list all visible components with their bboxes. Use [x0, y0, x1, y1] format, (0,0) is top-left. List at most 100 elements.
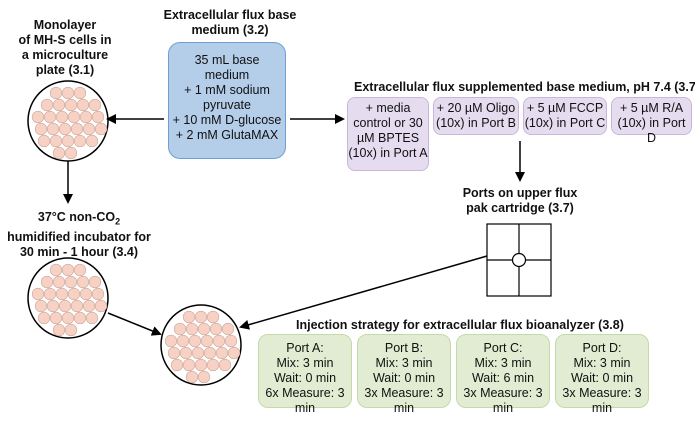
injection-line: 3x Measure: 3 min: [364, 386, 444, 415]
well-incubated: [27, 257, 109, 339]
cell: [206, 310, 220, 324]
cell: [52, 275, 66, 289]
supplement-line: + 5 µM FCCP: [526, 101, 604, 115]
monolayer-label-line: of MH-S cells in: [18, 33, 112, 47]
cell: [49, 263, 63, 277]
cell: [67, 287, 81, 301]
base-medium-line: 35 mL base: [194, 53, 260, 67]
cell: [64, 323, 78, 337]
cell: [194, 358, 208, 372]
cell: [37, 311, 51, 325]
injection-line: Mix: 3 min: [474, 356, 532, 370]
cell: [73, 134, 87, 148]
cell: [43, 110, 57, 124]
injection-line: Wait: 0 min: [570, 371, 634, 385]
injection-line: 3x Measure: 3 min: [562, 386, 642, 415]
monolayer-label-line: Monolayer: [33, 18, 97, 32]
incubator-label: 37°C non-CO2 humidified incubator for 30…: [0, 210, 158, 260]
supplement-box-port-b: + 20 µM Oligo (10x) in Port B: [433, 97, 519, 135]
cell: [85, 134, 99, 148]
cell: [179, 346, 193, 360]
injection-line: Wait: 0 min: [273, 371, 337, 385]
injection-line: Wait: 6 min: [471, 371, 535, 385]
cell: [79, 110, 93, 124]
supplement-line: + 20 µM Oligo: [436, 101, 516, 115]
cell: [170, 358, 184, 372]
injection-title: Injection strategy for extracellular flu…: [296, 318, 624, 332]
supplement-line: (10x) in Port A: [348, 146, 428, 160]
ports-title-line: Ports on upper flux: [462, 186, 578, 200]
cell: [197, 370, 211, 384]
cell: [73, 263, 87, 277]
cell: [173, 322, 187, 336]
ports-title: Ports on upper flux pak cartridge (3.7): [455, 186, 585, 216]
supplement-line: (10x) in Port D: [617, 116, 686, 145]
cell: [58, 299, 72, 313]
cell: [176, 334, 190, 348]
injection-line: Port C:: [483, 341, 523, 355]
port-grid: [486, 223, 552, 297]
cell: [88, 275, 102, 289]
cell: [206, 358, 220, 372]
cell: [76, 98, 90, 112]
cell: [37, 134, 51, 148]
cell: [40, 275, 54, 289]
cell: [221, 322, 235, 336]
arrow-incubated-to-analyzer: [107, 312, 162, 336]
cell: [34, 299, 48, 313]
injection-box-port-a: Port A: Mix: 3 min Wait: 0 min 6x Measur…: [258, 334, 352, 415]
supplement-box-port-c: + 5 µM FCCP (10x) in Port C: [523, 97, 607, 135]
cell: [49, 311, 63, 325]
injection-box-port-b: Port B: Mix: 3 min Wait: 0 min 3x Measur…: [357, 334, 451, 415]
cell: [61, 134, 75, 148]
incubator-label-line: 37°C non-CO2: [0, 210, 158, 230]
cell: [64, 98, 78, 112]
base-medium-line: + 2 mM GlutaMAX: [175, 128, 279, 142]
supplemented-medium-title: Extracellular flux supplemented base med…: [354, 80, 695, 94]
cell: [164, 334, 178, 348]
cell: [94, 122, 108, 136]
cell: [55, 287, 69, 301]
cell: [203, 346, 217, 360]
base-medium-line: medium: [204, 68, 250, 82]
base-medium-title-line: Extracellular flux base: [163, 8, 297, 22]
supplement-line: µM BPTES: [356, 131, 420, 145]
cell: [188, 334, 202, 348]
incubator-temp: 37°C non-CO: [37, 210, 116, 224]
cell: [85, 311, 99, 325]
cell: [31, 287, 45, 301]
cell: [82, 122, 96, 136]
cell: [58, 122, 72, 136]
cell: [61, 263, 75, 277]
cell: [52, 98, 66, 112]
injection-box-port-d: Port D: Mix: 3 min Wait: 0 min 3x Measur…: [555, 334, 649, 415]
monolayer-label-line: plate (3.1): [35, 63, 95, 77]
cell: [70, 122, 84, 136]
cell: [49, 86, 63, 100]
injection-line: Port A:: [286, 341, 324, 355]
base-medium-title: Extracellular flux base medium (3.2): [150, 8, 310, 38]
cell: [218, 358, 232, 372]
base-medium-box: 35 mL base medium + 1 mM sodium pyruvate…: [168, 42, 286, 159]
base-medium-line: + 10 mM D-glucose: [172, 113, 282, 127]
supplement-line: (10x) in Port C: [524, 116, 606, 130]
cell: [200, 334, 214, 348]
arrow-ports-to-analyzer: [239, 255, 488, 330]
injection-line: Wait: 0 min: [372, 371, 436, 385]
cell: [194, 310, 208, 324]
cell: [227, 346, 241, 360]
cell: [73, 86, 87, 100]
cell: [224, 334, 238, 348]
cell: [61, 86, 75, 100]
injection-line: Mix: 3 min: [276, 356, 334, 370]
ports-title-line: pak cartridge (3.7): [466, 201, 574, 215]
cell: [182, 358, 196, 372]
cell: [61, 311, 75, 325]
well-analyzer: [160, 304, 242, 386]
cell: [185, 370, 199, 384]
cell: [82, 299, 96, 313]
cell: [52, 323, 66, 337]
cell: [197, 322, 211, 336]
cell: [182, 310, 196, 324]
